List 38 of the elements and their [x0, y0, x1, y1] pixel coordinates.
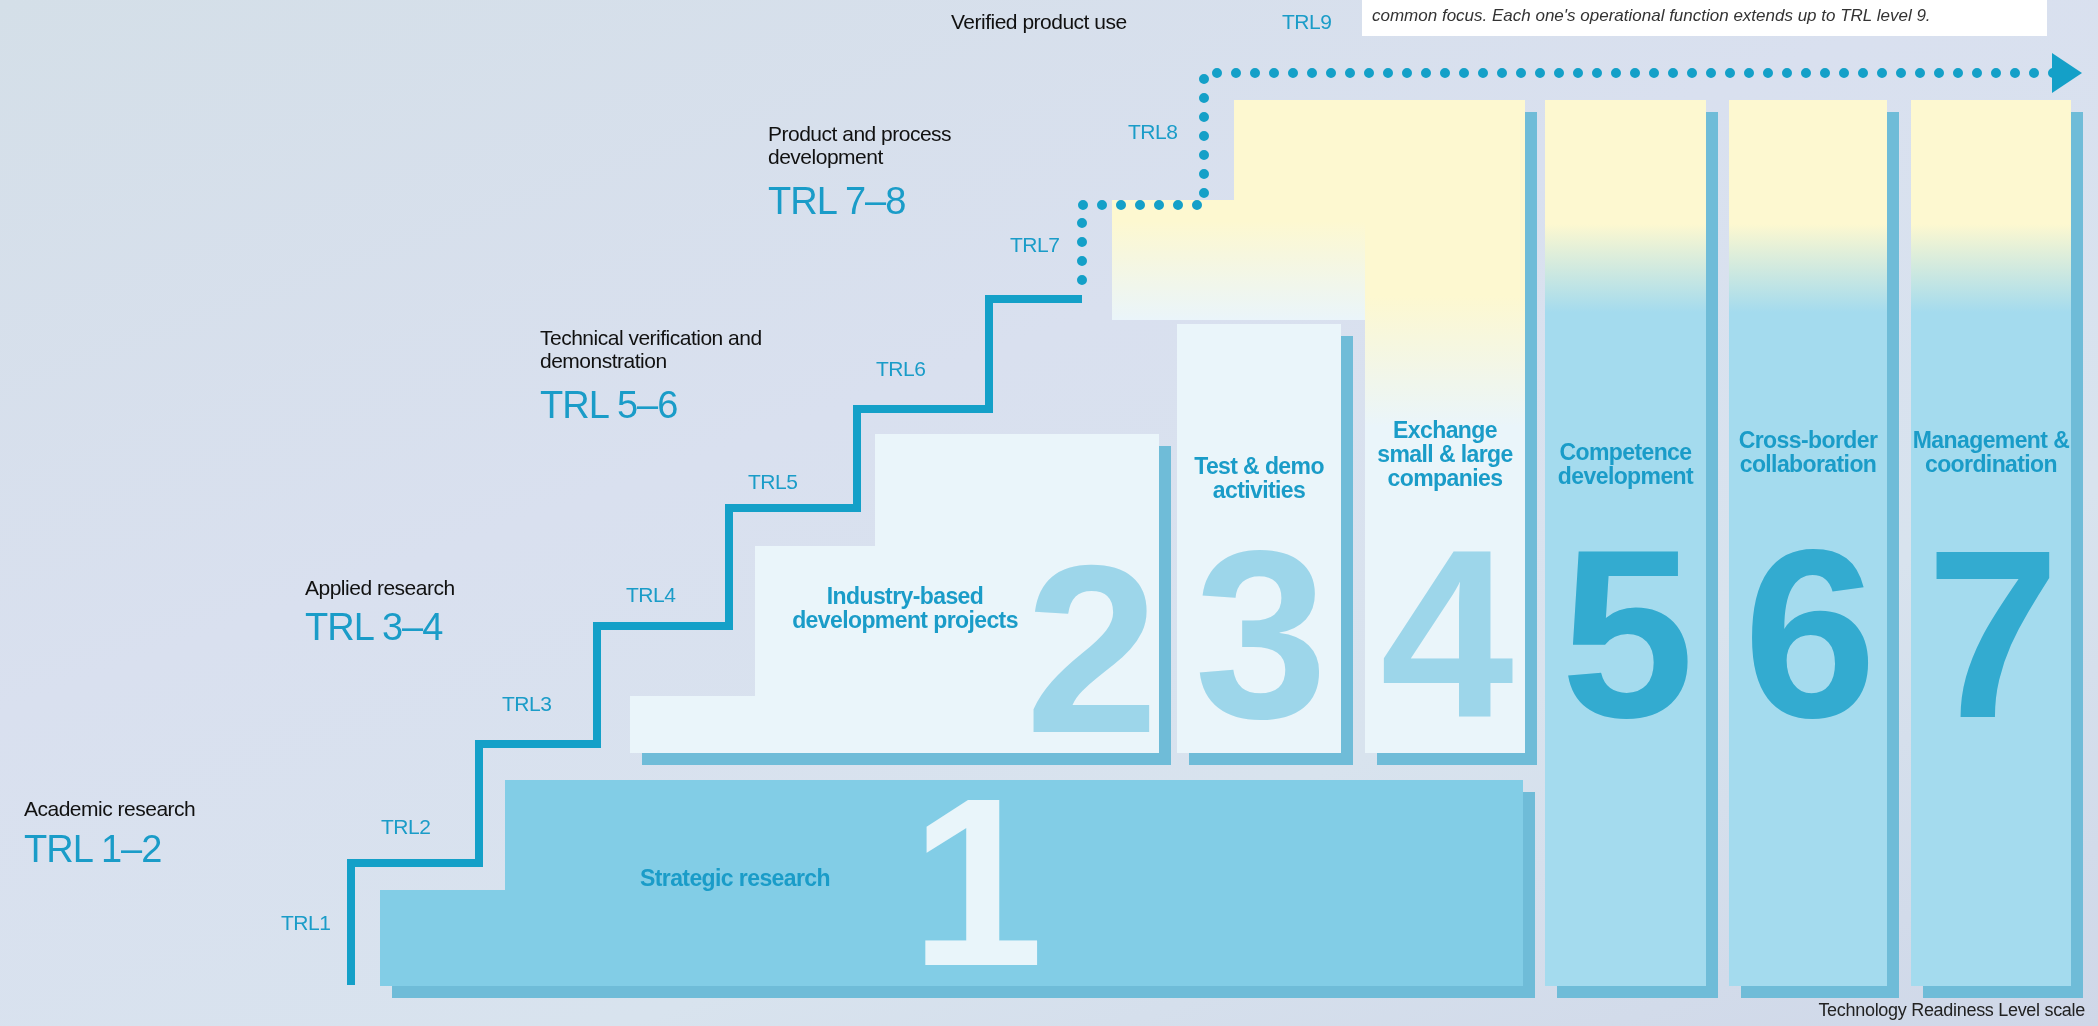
block-title: Competence development: [1556, 440, 1695, 489]
trl-level-label: TRL2: [381, 815, 431, 839]
trl-level-label: TRL7: [1010, 233, 1060, 257]
stage-label: Applied research: [305, 576, 455, 600]
stage-label: Verified product use: [951, 10, 1127, 34]
trl-level-label: TRL4: [626, 583, 676, 607]
trl-level-label: TRL8: [1128, 120, 1178, 144]
column-block: [1365, 100, 1537, 765]
column-block: [1545, 100, 1718, 998]
step-block: [380, 780, 1535, 998]
trl-level-label: TRL9: [1282, 10, 1332, 34]
block-number: 4: [1379, 514, 1513, 754]
trl-range-label: TRL 3–4: [305, 606, 443, 649]
trl-range-label: TRL 5–6: [540, 384, 678, 427]
block-number: 5: [1559, 514, 1692, 754]
scale-caption: Technology Readiness Level scale: [1817, 1000, 2085, 1021]
stage-label: Product and process development: [768, 122, 953, 169]
column-block: [1177, 324, 1353, 765]
stage-label: Academic research: [24, 797, 196, 821]
block-title: Cross-border collaboration: [1737, 428, 1879, 477]
stage-label: Technical verification and demonstration: [540, 326, 763, 373]
block-number: 7: [1925, 514, 2057, 754]
trl-level-label: TRL6: [876, 357, 926, 381]
block-title: Test & demo activities: [1193, 454, 1325, 503]
trl-level-label: TRL1: [281, 911, 331, 935]
trl-level-label: TRL5: [748, 470, 798, 494]
trl-range-label: TRL 1–2: [24, 828, 162, 871]
block-title: Strategic research: [639, 866, 831, 891]
note-text: common focus. Each one's operational function extends up to TRL level 9.: [1362, 0, 2047, 36]
trl-level-label: TRL3: [502, 692, 552, 716]
column-block: [1911, 100, 2083, 998]
block-title: Industry-based development projects: [791, 584, 1019, 633]
trl-range-label: TRL 7–8: [768, 180, 906, 223]
block-title: Exchange small & large companies: [1376, 418, 1514, 491]
block-number: 6: [1742, 514, 1874, 754]
block-number: 3: [1193, 514, 1325, 754]
column-block: [1729, 100, 1899, 998]
block-title: Management & coordination: [1911, 428, 2071, 477]
